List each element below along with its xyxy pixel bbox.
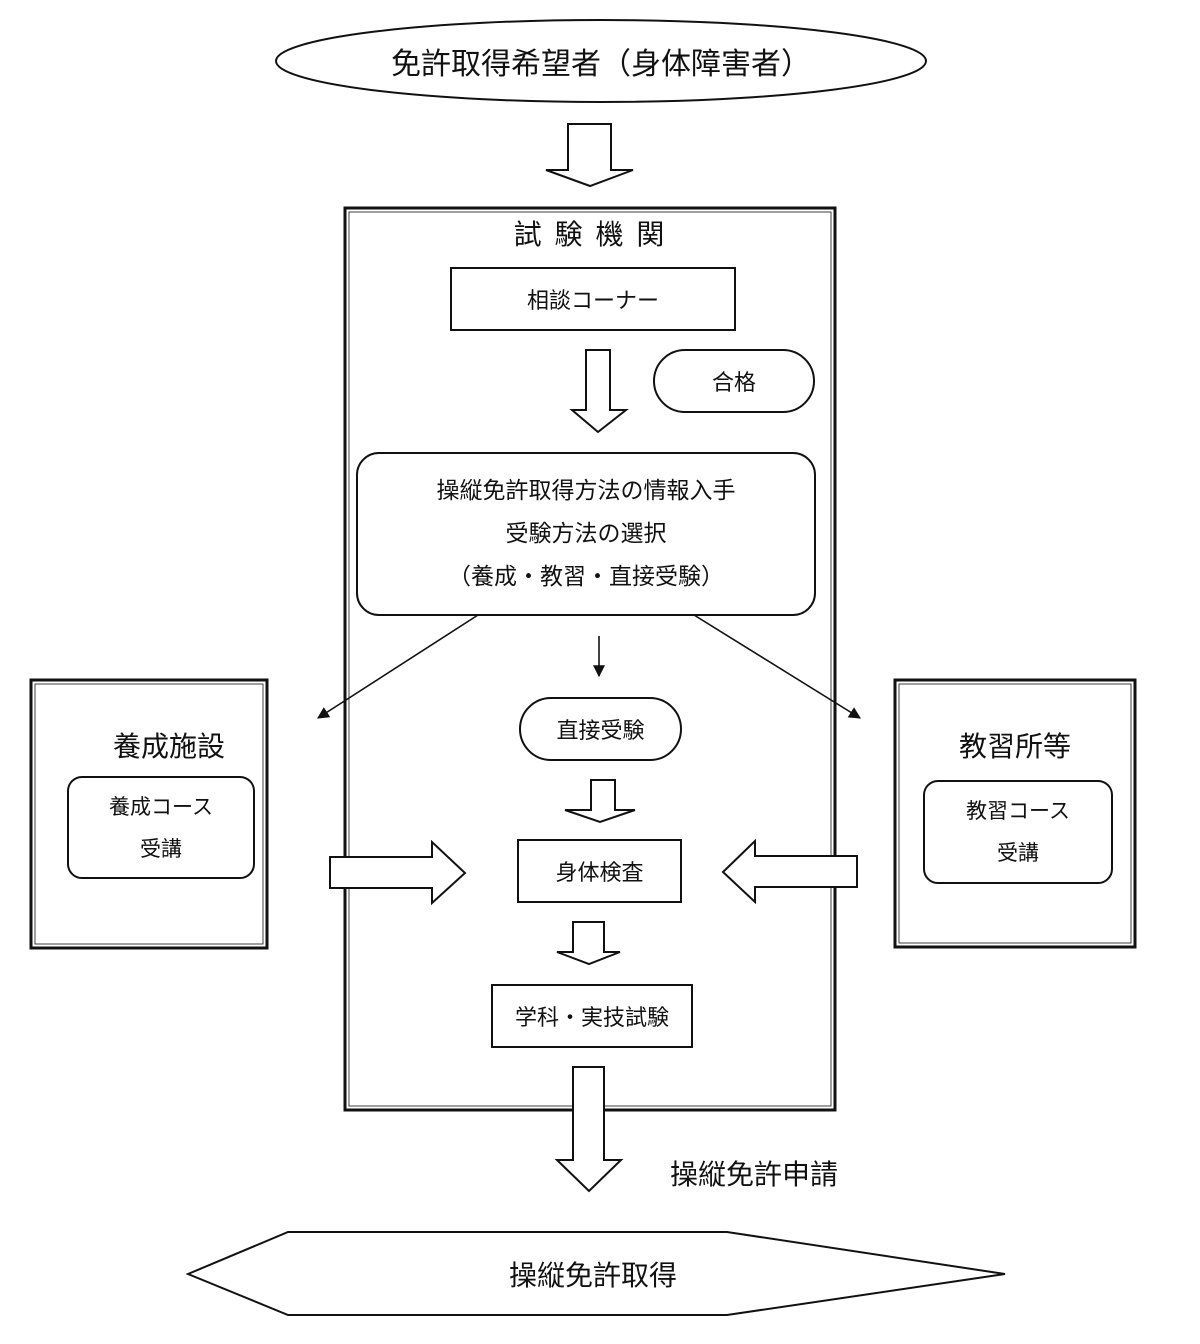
license-obtained-label: 操縦免許取得 <box>508 1258 677 1292</box>
license-hexagon <box>185 1231 1006 1316</box>
block-arrow-training-to-physical <box>329 839 467 906</box>
line-arrow-info-to-training <box>316 614 479 719</box>
exam-body-container <box>343 206 837 1112</box>
driving-school-title: 教習所等 <box>958 730 1071 763</box>
info-selection-line-2: 受験方法の選択 <box>505 520 667 547</box>
applicant-label: 免許取得希望者（身体障害者） <box>391 47 811 82</box>
physical-exam-box <box>517 839 682 903</box>
training-course-line-1: 養成コース <box>109 794 213 819</box>
block-arrow-school-to-physical <box>721 838 858 905</box>
consultation-label: 相談コーナー <box>526 289 659 314</box>
training-course-box <box>67 776 255 879</box>
direct-exam-label: 直接受験 <box>556 719 645 744</box>
school-course-line-2: 受講 <box>997 841 1039 865</box>
written-practical-label: 学科・実技試験 <box>514 1006 669 1031</box>
info-selection-box <box>356 452 816 616</box>
application-edge-label: 操縦免許申請 <box>670 1158 839 1191</box>
consultation-box <box>450 267 736 331</box>
block-arrow-applicant-to-exam <box>545 123 634 188</box>
pass-label: 合格 <box>711 371 756 396</box>
school-course-label: 教習コース 受講 <box>924 781 1112 883</box>
block-arrow-physical-to-tests <box>556 921 621 966</box>
training-course-label: 養成コース 受講 <box>68 777 254 878</box>
block-arrow-direct-to-physical <box>564 779 636 824</box>
info-selection-line-1: 操縦免許取得方法の情報入手 <box>436 477 736 504</box>
exam-body-title: 試 験 機 関 <box>513 218 667 251</box>
applicant-ellipse <box>275 19 927 103</box>
training-facility-title: 養成施設 <box>112 730 225 763</box>
school-course-box <box>923 780 1113 884</box>
block-arrow-tests-to-license <box>554 1066 624 1193</box>
info-selection-line-3: （養成・教習・直接受験） <box>448 563 724 590</box>
training-course-line-2: 受講 <box>140 836 182 861</box>
school-course-line-1: 教習コース <box>966 799 1070 823</box>
direct-exam-stadium <box>519 697 682 761</box>
physical-exam-label: 身体検査 <box>555 861 644 886</box>
written-practical-box <box>491 984 693 1048</box>
pass-stadium <box>653 349 815 413</box>
info-selection-label: 操縦免許取得方法の情報入手 受験方法の選択 （養成・教習・直接受験） <box>357 453 815 615</box>
block-arrow-consultation-to-info <box>569 349 629 434</box>
line-arrow-info-to-school <box>693 614 862 719</box>
